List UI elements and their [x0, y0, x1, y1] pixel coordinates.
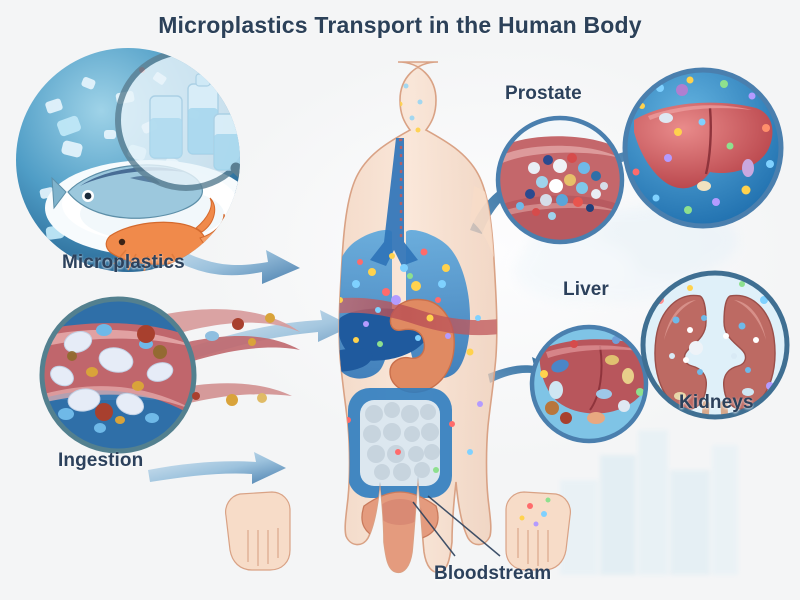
human-body-silhouette — [225, 61, 571, 574]
organ-intestines — [348, 388, 452, 498]
liver-particles — [632, 76, 774, 214]
bloodstream-leader-lines — [412, 495, 501, 557]
prostate-microbeads — [516, 153, 608, 220]
vessel-particles — [192, 313, 275, 406]
liver-organ-inset — [622, 67, 784, 229]
magnifier-icon — [115, 49, 240, 196]
label-liver: Liver — [563, 279, 609, 300]
left-hand — [225, 491, 291, 571]
page-title: Microplastics Transport in the Human Bod… — [158, 12, 642, 38]
label-prostate: Prostate — [505, 83, 582, 104]
kidneys-organ-inset — [640, 270, 790, 420]
label-bloodstream: Bloodstream — [434, 563, 552, 584]
label-kidneys: Kidneys — [679, 392, 754, 413]
organ-prostate — [361, 491, 439, 573]
arrow-source-to-body — [150, 232, 300, 284]
arrow-ingestion-to-body — [148, 452, 286, 484]
background-cityscape — [560, 430, 738, 575]
right-hand — [505, 491, 571, 571]
liver-detail-inset — [529, 324, 649, 444]
label-ingestion: Ingestion — [58, 450, 144, 471]
hand-particles — [519, 497, 551, 527]
label-microplastics: Microplastics — [62, 252, 185, 273]
blood-vessel-inset — [39, 296, 300, 454]
microplastics-source-inset — [16, 48, 240, 272]
prostate-tissue-inset — [495, 115, 625, 245]
